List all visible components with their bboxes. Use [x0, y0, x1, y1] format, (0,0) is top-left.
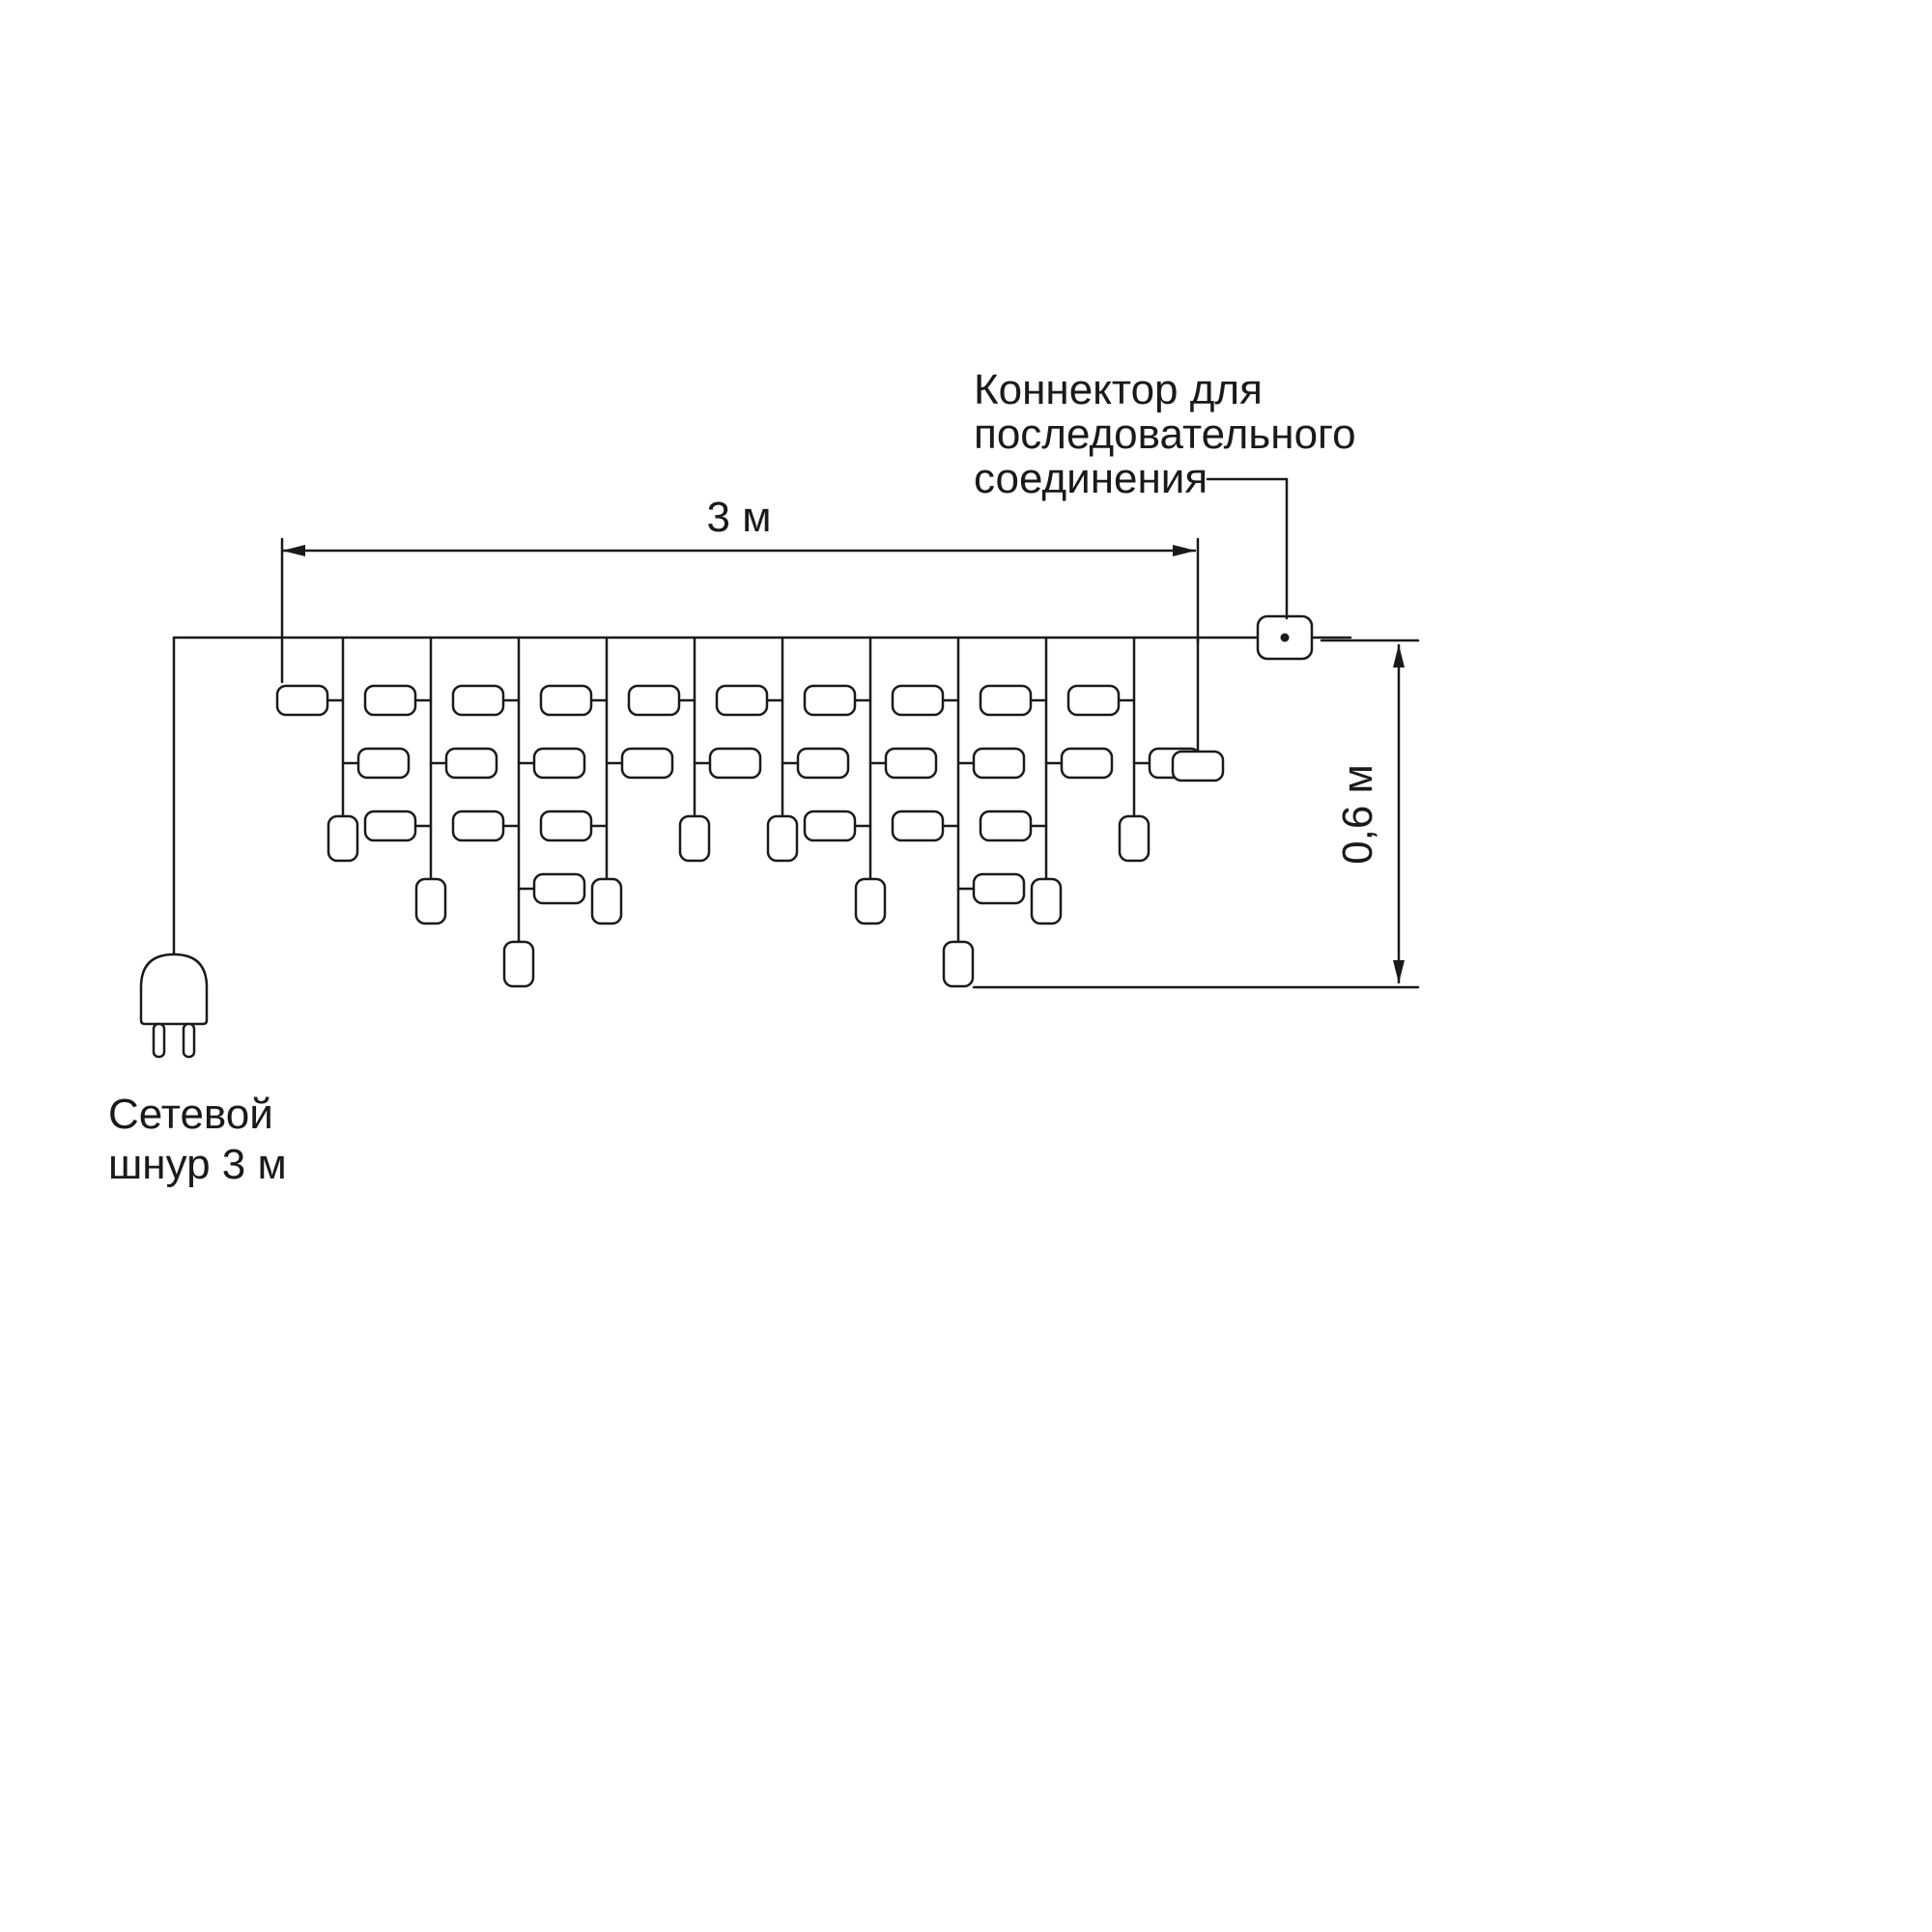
end-lamp	[414, 877, 447, 925]
lamp	[803, 684, 857, 717]
end-lamp	[942, 940, 975, 988]
end-lamp	[327, 814, 359, 863]
lamp	[532, 747, 586, 780]
power-plug	[139, 636, 209, 1059]
connector-label-line3: соединения	[974, 455, 1208, 502]
lamp	[539, 684, 593, 717]
power-cord-label-line2: шнур 3 м	[108, 1141, 287, 1188]
height-dimension: 0,6 м	[972, 639, 1420, 989]
width-dimension-label: 3 м	[707, 494, 772, 541]
lamp	[979, 810, 1033, 842]
lamp	[356, 747, 411, 780]
connector-leader-line	[1206, 477, 1289, 620]
end-lamp	[678, 814, 711, 863]
plug-body-icon	[139, 952, 209, 1026]
width-dimension: 3 м	[280, 494, 1200, 684]
garland-lamps	[275, 636, 1225, 988]
lamp	[627, 684, 681, 717]
power-cord-label-line1: Сетевой	[108, 1091, 273, 1138]
lamp	[451, 684, 505, 717]
lamp	[708, 747, 762, 780]
lamp	[715, 684, 769, 717]
lamp	[803, 810, 857, 842]
lamp	[979, 684, 1033, 717]
end-lamp	[502, 940, 535, 988]
end-lamp	[766, 814, 799, 863]
lamp	[275, 684, 329, 717]
plug-prong-right-icon	[182, 1022, 196, 1059]
lamp	[972, 747, 1026, 780]
end-lamp	[590, 877, 623, 925]
lamp	[884, 747, 938, 780]
lamp	[532, 872, 586, 905]
end-lamp	[854, 877, 887, 925]
height-dimension-label: 0,6 м	[1334, 764, 1381, 865]
lamp	[620, 747, 674, 780]
tail-lamp	[1171, 750, 1225, 782]
connector-label: Коннектор для последовательного соединен…	[974, 366, 1356, 620]
plug-prong-left-icon	[152, 1022, 166, 1059]
lamp	[972, 872, 1026, 905]
lamp	[891, 684, 945, 717]
lamp	[451, 810, 505, 842]
power-cord-label: Сетевой шнур 3 м	[108, 1091, 287, 1188]
connector-dot-icon	[1280, 633, 1290, 642]
lamp	[363, 810, 417, 842]
lamp	[796, 747, 850, 780]
end-lamp	[1118, 814, 1151, 863]
lamp	[444, 747, 498, 780]
lamp	[1066, 684, 1121, 717]
connector-label-line1: Коннектор для	[974, 366, 1263, 413]
end-lamp	[1030, 877, 1063, 925]
lamp	[363, 684, 417, 717]
lamp	[891, 810, 945, 842]
lamp	[1060, 747, 1114, 780]
connector-label-line2: последовательного	[974, 411, 1356, 458]
lamp	[539, 810, 593, 842]
